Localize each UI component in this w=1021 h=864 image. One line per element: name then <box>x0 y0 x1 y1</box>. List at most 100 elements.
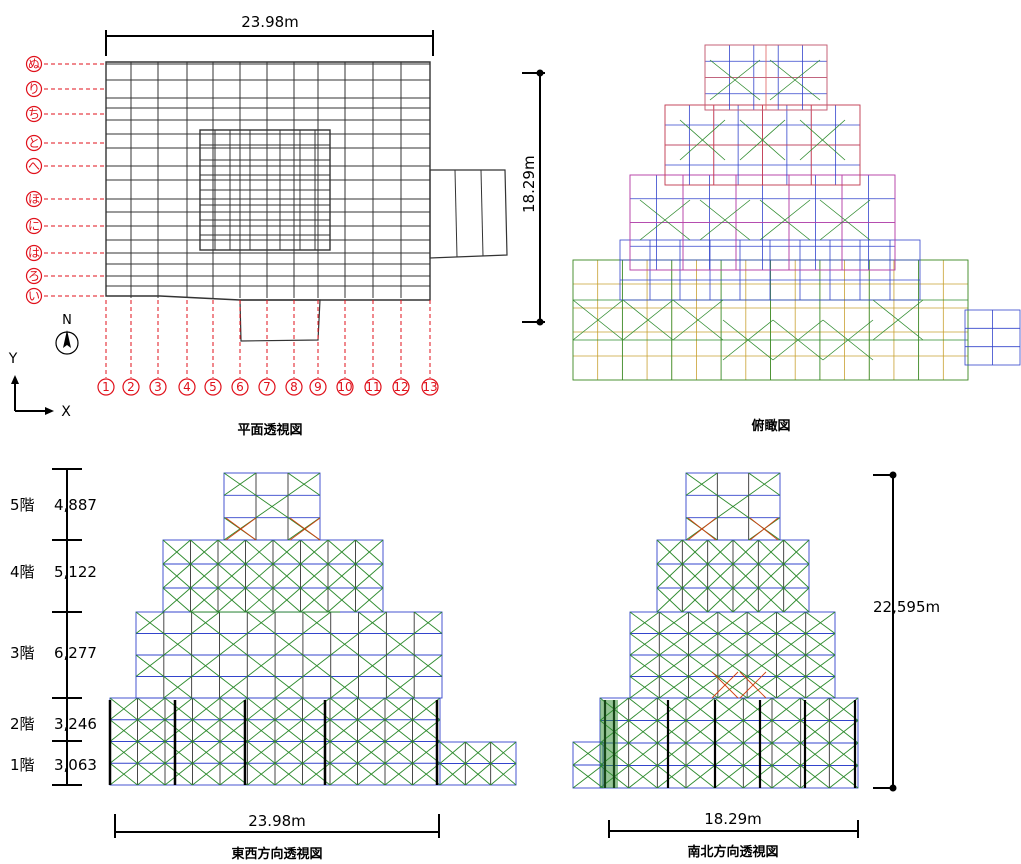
ns-height-label: 22,595m <box>873 598 940 616</box>
ew-floor1-2-brace <box>219 719 248 742</box>
ew-floor3-brace <box>358 654 387 677</box>
ns-floor1-2-brace <box>771 765 801 789</box>
north-arrow-icon: N <box>55 313 79 355</box>
floor-name: 5階 <box>10 496 35 514</box>
ew-floor1-2-brace <box>247 741 276 764</box>
ew-floor4-brace <box>190 563 219 589</box>
ew-annex-brace <box>490 741 517 764</box>
floor-name: 1階 <box>10 756 35 774</box>
ns-floor4-brace <box>758 563 784 589</box>
plan-column-label: 3 <box>154 380 162 394</box>
ns-floor1-2-brace <box>657 697 687 721</box>
ew-floor1-2-brace <box>274 741 303 764</box>
north-south-frame <box>572 472 859 789</box>
ns-floor1-2-brace <box>657 720 687 744</box>
ns-floor3-brace <box>629 633 660 656</box>
plan-annex-south <box>239 299 321 342</box>
plan-column-marker <box>392 378 410 396</box>
axis-x-label: X <box>61 404 71 420</box>
plan-column-label: 4 <box>183 380 191 394</box>
plan-column-marker <box>231 378 249 396</box>
ns-floor3-brace <box>746 611 777 634</box>
ew-floor1-2-brace <box>192 741 221 764</box>
ew-annex-brace <box>490 763 517 786</box>
ew-floor1-2-brace <box>109 719 138 742</box>
ns-floor1-2-brace <box>714 720 744 744</box>
plan-column-label: 9 <box>314 380 322 394</box>
ew-floor4-brace <box>327 539 356 565</box>
ew-floor1-2-brace <box>109 762 138 786</box>
ns-floor4-brace <box>707 539 734 565</box>
plan-row-marker <box>25 217 43 235</box>
plan-annex-line-2 <box>480 169 484 257</box>
ns-floor3-brace <box>805 633 836 656</box>
ew-floor1-2-brace <box>192 719 221 742</box>
ns-floor1-2-brace <box>829 742 859 766</box>
ns-floor4-brace <box>682 563 708 589</box>
ns-floor1-2-brace <box>685 697 715 721</box>
birdseye-frame <box>572 44 1021 381</box>
plan-width-label: 23.98m <box>241 13 299 31</box>
ew-floor4-brace <box>272 587 301 613</box>
ew-floor4-brace <box>355 587 384 613</box>
ns-floor5-brace <box>685 472 718 496</box>
ns-floor4-brace <box>656 587 683 613</box>
ew-floor4-brace <box>217 563 246 589</box>
plan-column-label: 12 <box>393 380 408 394</box>
ns-floor1-2-brace <box>743 742 773 766</box>
bird-brace <box>679 119 726 161</box>
floor-height-value: 3,063 <box>54 756 97 774</box>
ew-annex-brace <box>465 741 491 764</box>
ns-red-brace <box>711 671 739 699</box>
ew-floor3-brace <box>191 611 220 634</box>
ew-floor1-2-brace <box>164 762 193 786</box>
plan-row-label: は <box>28 246 40 260</box>
ns-floor3-brace <box>746 654 777 677</box>
plan-row-marker <box>25 157 43 175</box>
ew-floor4-brace <box>245 587 274 613</box>
ew-floor1-2-brace <box>247 697 276 721</box>
ns-floor1-2-brace <box>628 742 658 766</box>
ew-annex-brace <box>439 763 466 786</box>
bird-brace <box>772 319 824 361</box>
ns-floor4-brace <box>783 539 810 565</box>
bird-brace <box>739 119 786 161</box>
ew-floor1-2-brace <box>357 741 386 764</box>
ns-floor3-brace <box>688 654 719 677</box>
ew-floor3-brace <box>358 611 387 634</box>
birdseye-caption: 俯瞰図 <box>751 418 790 434</box>
ew-floor1-2-brace <box>357 697 386 721</box>
ew-floor4-brace <box>217 539 246 565</box>
ew-floor1-2-brace <box>192 762 221 786</box>
ns-floor3-brace <box>805 676 836 699</box>
ew-floor5-brace <box>287 472 321 496</box>
ew-floor1-2-brace <box>219 741 248 764</box>
ns-floor3-brace <box>659 676 689 699</box>
bird-brace <box>639 199 691 241</box>
ew-floor1-2-brace <box>274 762 303 786</box>
plan-column-label: 7 <box>263 380 271 394</box>
ew-floor1-2-brace <box>384 697 413 721</box>
ew-floor1-2-brace <box>274 719 303 742</box>
plan-row-marker <box>25 190 43 208</box>
ns-floor1-2-brace <box>685 720 715 744</box>
ew-width-label: 23.98m <box>248 812 306 830</box>
ns-floor3-brace <box>629 654 660 677</box>
floor-height-value: 5,122 <box>54 563 97 581</box>
ew-floor3-brace <box>163 633 192 656</box>
ns-floor1-2-brace <box>829 720 859 744</box>
ew-floor3-brace <box>219 676 248 699</box>
ns-floor4-brace <box>783 587 810 613</box>
plan-row-label: ろ <box>28 269 40 283</box>
ns-floor1-2-brace <box>628 697 658 721</box>
ns-floor4-brace <box>707 587 734 613</box>
ns-dense-bracing <box>600 700 618 788</box>
ew-floor3-brace <box>274 633 304 656</box>
ew-floor4-brace <box>355 539 384 565</box>
ns-floor1-2-brace <box>628 765 658 789</box>
ew-red-brace <box>289 517 321 541</box>
ew-floor3-brace <box>302 654 332 677</box>
plan-column-label: 10 <box>337 380 352 394</box>
bird-brace <box>722 319 774 361</box>
